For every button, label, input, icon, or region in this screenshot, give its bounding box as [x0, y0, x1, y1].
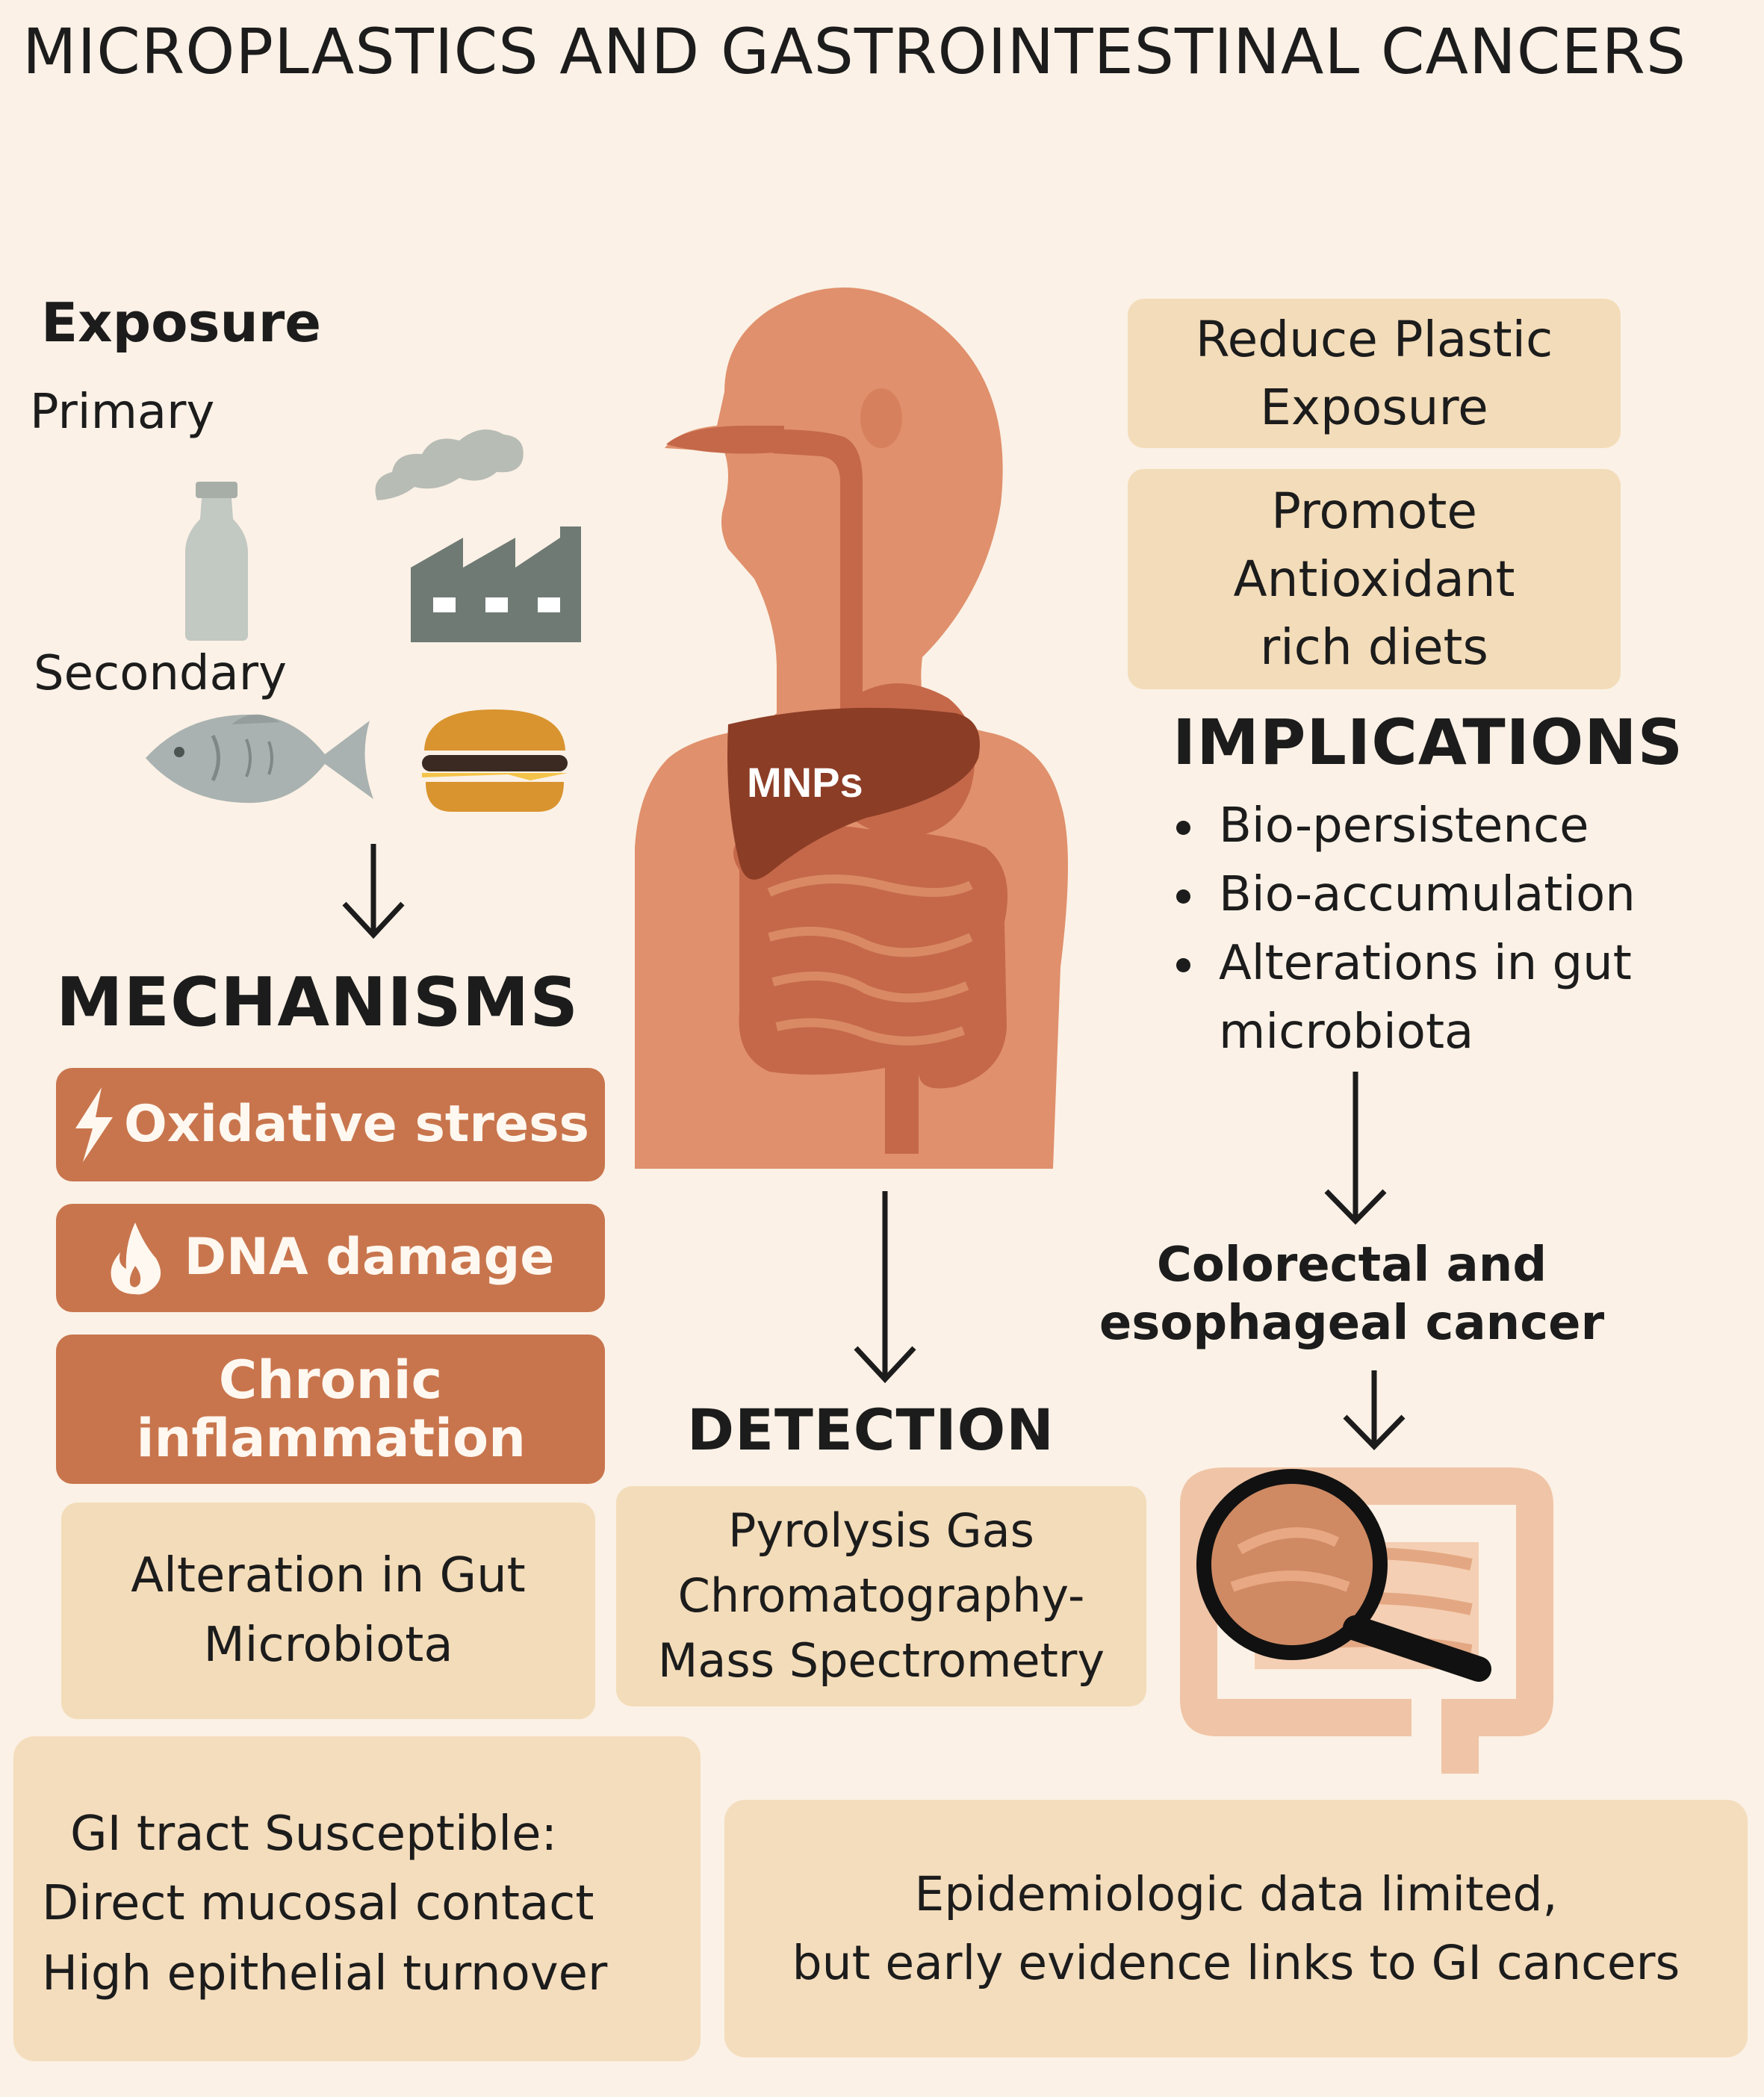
- prevention-box-reduce-exposure: Reduce Plastic Exposure: [1128, 299, 1621, 448]
- factory-icon: [411, 526, 581, 642]
- arrow-outcome-to-colon: [1343, 1370, 1406, 1451]
- susceptibility-box: GI tract Susceptible: Direct mucosal con…: [13, 1736, 701, 2061]
- burger-icon: [422, 709, 568, 812]
- flame-icon: [111, 1222, 161, 1294]
- mechanism-dna-damage: DNA damage: [56, 1204, 605, 1312]
- outcome-line: esophageal cancer: [1099, 1296, 1605, 1352]
- detection-line: Mass Spectrometry: [657, 1632, 1105, 1688]
- mechanism-label: Alteration in Gut Microbiota: [131, 1548, 526, 1673]
- mechanism-label: DNA damage: [184, 1228, 555, 1287]
- smoke-icon: [375, 429, 524, 500]
- human-body-figure: [635, 288, 1068, 1169]
- secondary-label: Secondary: [34, 646, 287, 701]
- implication-item: Alterations in gut microbiota: [1210, 929, 1748, 1066]
- susceptibility-line: GI tract Susceptible:: [70, 1806, 557, 1862]
- detection-method-box: Pyrolysis Gas Chromatography- Mass Spect…: [616, 1486, 1146, 1706]
- page-title: MICROPLASTICS AND GASTROINTESTINAL CANCE…: [22, 15, 1687, 88]
- bottle-icon: [185, 482, 248, 641]
- fish-icon: [146, 714, 373, 804]
- evidence-box: Epidemiologic data limited, but early ev…: [724, 1800, 1748, 2057]
- evidence-line: but early evidence links to GI cancers: [792, 1935, 1680, 1990]
- prevention-box-antioxidant-diet: Promote Antioxidant rich diets: [1128, 469, 1621, 689]
- evidence-line: Epidemiologic data limited,: [914, 1866, 1558, 1922]
- susceptibility-line: High epithelial turnover: [42, 1945, 608, 2001]
- detection-line: Chromatography-: [677, 1568, 1085, 1624]
- mechanisms-heading: MECHANISMS: [56, 963, 580, 1042]
- magnifier-icon: [1196, 1469, 1491, 1682]
- lightning-icon: [75, 1087, 113, 1162]
- mnps-label: MNPs: [747, 759, 863, 806]
- implication-item: Bio-persistence: [1210, 792, 1748, 860]
- prevention-line: Antioxidant: [1233, 550, 1515, 608]
- susceptibility-line: Direct mucosal contact: [42, 1876, 594, 1932]
- mechanism-oxidative-stress: Oxidative stress: [56, 1068, 605, 1181]
- mechanism-label: Chronic inflammation: [136, 1349, 526, 1469]
- prevention-line: rich diets: [1260, 618, 1488, 677]
- implications-heading: IMPLICATIONS: [1173, 706, 1684, 779]
- implications-list: Bio-persistence Bio-accumulation Alterat…: [1128, 792, 1748, 1067]
- mechanism-label: Oxidative stress: [123, 1094, 590, 1154]
- detection-line: Pyrolysis Gas: [728, 1503, 1034, 1559]
- outcome-line: Colorectal and: [1156, 1237, 1547, 1293]
- arrow-body-to-detection: [854, 1191, 916, 1384]
- primary-label: Primary: [30, 385, 215, 440]
- prevention-line: Reduce Plastic: [1195, 310, 1553, 368]
- arrow-implications-to-outcome: [1324, 1072, 1387, 1225]
- implication-item: Bio-accumulation: [1210, 860, 1748, 929]
- outcome-cancer-label: Colorectal and esophageal cancer: [1060, 1236, 1643, 1352]
- arrow-exposure-to-mechanisms: [342, 844, 405, 939]
- exposure-heading: Exposure: [41, 291, 322, 354]
- mechanism-chronic-inflammation: Chronic inflammation: [56, 1335, 605, 1484]
- prevention-line: Promote: [1271, 482, 1477, 540]
- mechanism-gut-microbiota: Alteration in Gut Microbiota: [61, 1503, 595, 1719]
- prevention-line: Exposure: [1260, 379, 1488, 436]
- detection-heading: DETECTION: [687, 1397, 1055, 1463]
